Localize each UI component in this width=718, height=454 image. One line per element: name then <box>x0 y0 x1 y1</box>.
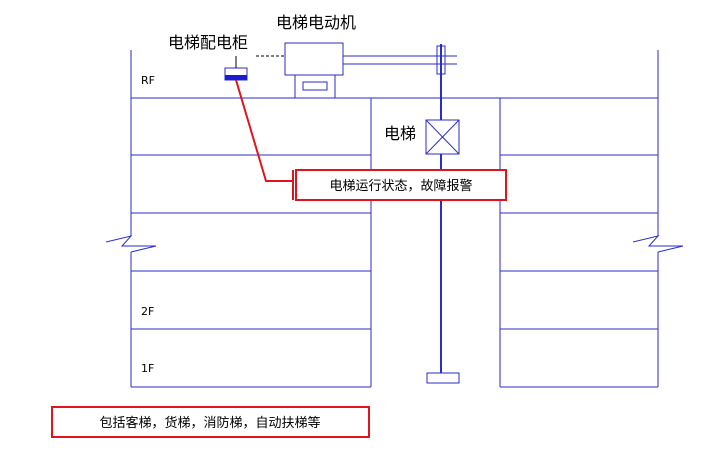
elevator-motor-label: 电梯电动机 <box>276 13 356 32</box>
elevator-types-box <box>51 406 370 438</box>
elevator-car-cross-b <box>425 119 460 155</box>
motor-housing <box>284 42 344 76</box>
status-signal-line <box>235 79 293 182</box>
status-alarm-text: 电梯运行状态，故障报警 <box>329 178 472 194</box>
break-mark-left <box>105 235 157 253</box>
distribution-cabinet <box>224 55 285 81</box>
floor-label-2f: 2F <box>141 305 154 318</box>
elevator-types-text: 包括客梯，货梯，消防梯，自动扶梯等 <box>99 415 320 431</box>
elevator-label: 电梯 <box>384 124 416 143</box>
machine-room <box>284 42 457 99</box>
status-alarm-box <box>295 169 507 201</box>
break-mark-right <box>632 235 684 253</box>
elevator-shaft <box>425 44 460 384</box>
cabinet-fill <box>225 75 247 80</box>
floor-label-rf: RF <box>141 74 155 87</box>
distribution-cabinet-label: 电梯配电柜 <box>168 33 248 52</box>
floor-label-1f: 1F <box>141 362 154 375</box>
pit-buffer <box>426 372 460 384</box>
motor-base <box>294 74 336 99</box>
motor-base-slot <box>302 81 328 91</box>
building-structure <box>105 50 684 388</box>
